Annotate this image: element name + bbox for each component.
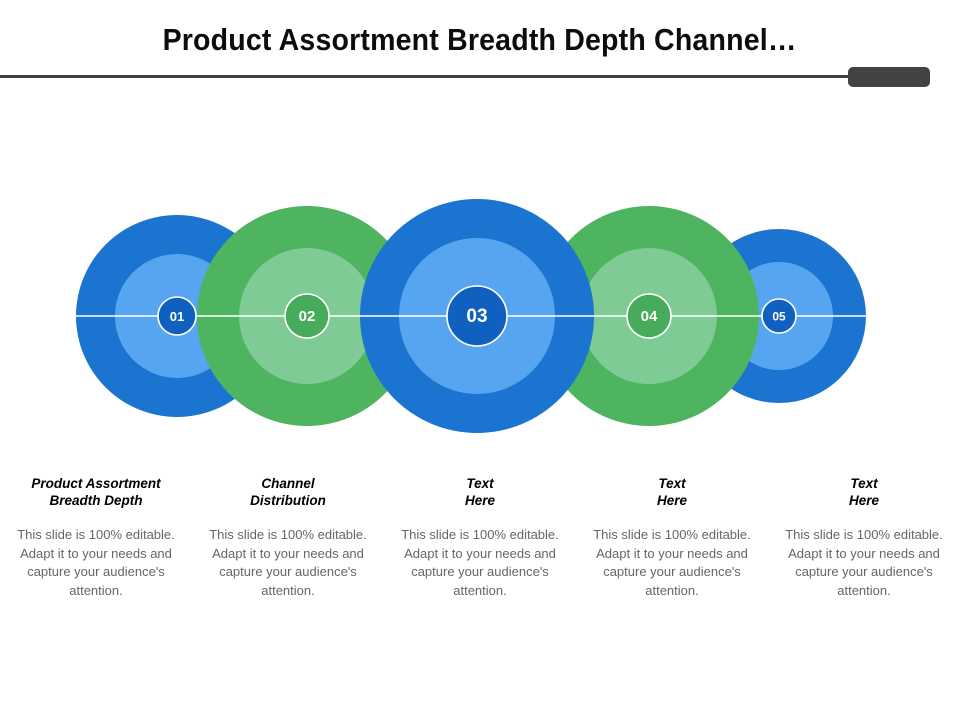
diagram-node-04[interactable]: 04 <box>539 206 759 426</box>
caption-title: Product Assortment Breadth Depth <box>31 476 161 508</box>
diagram-svg: 01 05 02 04 03 <box>76 199 866 433</box>
caption-column: Text Here This slide is 100% editable. A… <box>384 476 576 601</box>
caption-body: This slide is 100% editable. Adapt it to… <box>401 526 559 599</box>
node-number-label: 05 <box>772 310 786 324</box>
caption-row: Product Assortment Breadth Depth This sl… <box>0 476 960 646</box>
caption-column: Text Here This slide is 100% editable. A… <box>768 476 960 601</box>
caption-column: Text Here This slide is 100% editable. A… <box>576 476 768 601</box>
title-bar: Product Assortment Breadth Depth Channel… <box>0 14 960 66</box>
caption-body: This slide is 100% editable. Adapt it to… <box>785 526 943 599</box>
divider-line <box>0 75 930 78</box>
node-number-badge[interactable] <box>626 293 672 339</box>
caption-title: Text Here <box>848 476 880 508</box>
caption-body: This slide is 100% editable. Adapt it to… <box>17 526 175 599</box>
diagram-node-03[interactable]: 03 <box>360 199 594 433</box>
node-number-label: 03 <box>466 306 487 327</box>
concentric-circle-diagram: 01 05 02 04 03 <box>0 150 960 490</box>
caption-title: Channel Distribution <box>250 476 326 508</box>
node-number-badge[interactable] <box>284 293 330 339</box>
caption-column: Channel Distribution This slide is 100% … <box>192 476 384 601</box>
caption-title: Text Here <box>656 476 688 508</box>
node-number-badge[interactable] <box>157 296 197 336</box>
caption-column: Product Assortment Breadth Depth This sl… <box>0 476 192 601</box>
page-title: Product Assortment Breadth Depth Channel… <box>163 21 797 57</box>
divider-end-cap <box>848 67 930 87</box>
caption-title: Text Here <box>464 476 496 508</box>
node-number-label: 01 <box>170 309 184 324</box>
header-divider <box>0 64 960 90</box>
node-number-label: 02 <box>299 308 316 325</box>
diagram-node-02[interactable]: 02 <box>197 206 417 426</box>
node-number-label: 04 <box>641 308 658 325</box>
caption-body: This slide is 100% editable. Adapt it to… <box>209 526 367 599</box>
node-number-badge[interactable] <box>446 285 508 347</box>
node-number-badge[interactable] <box>761 298 797 334</box>
caption-body: This slide is 100% editable. Adapt it to… <box>593 526 751 599</box>
